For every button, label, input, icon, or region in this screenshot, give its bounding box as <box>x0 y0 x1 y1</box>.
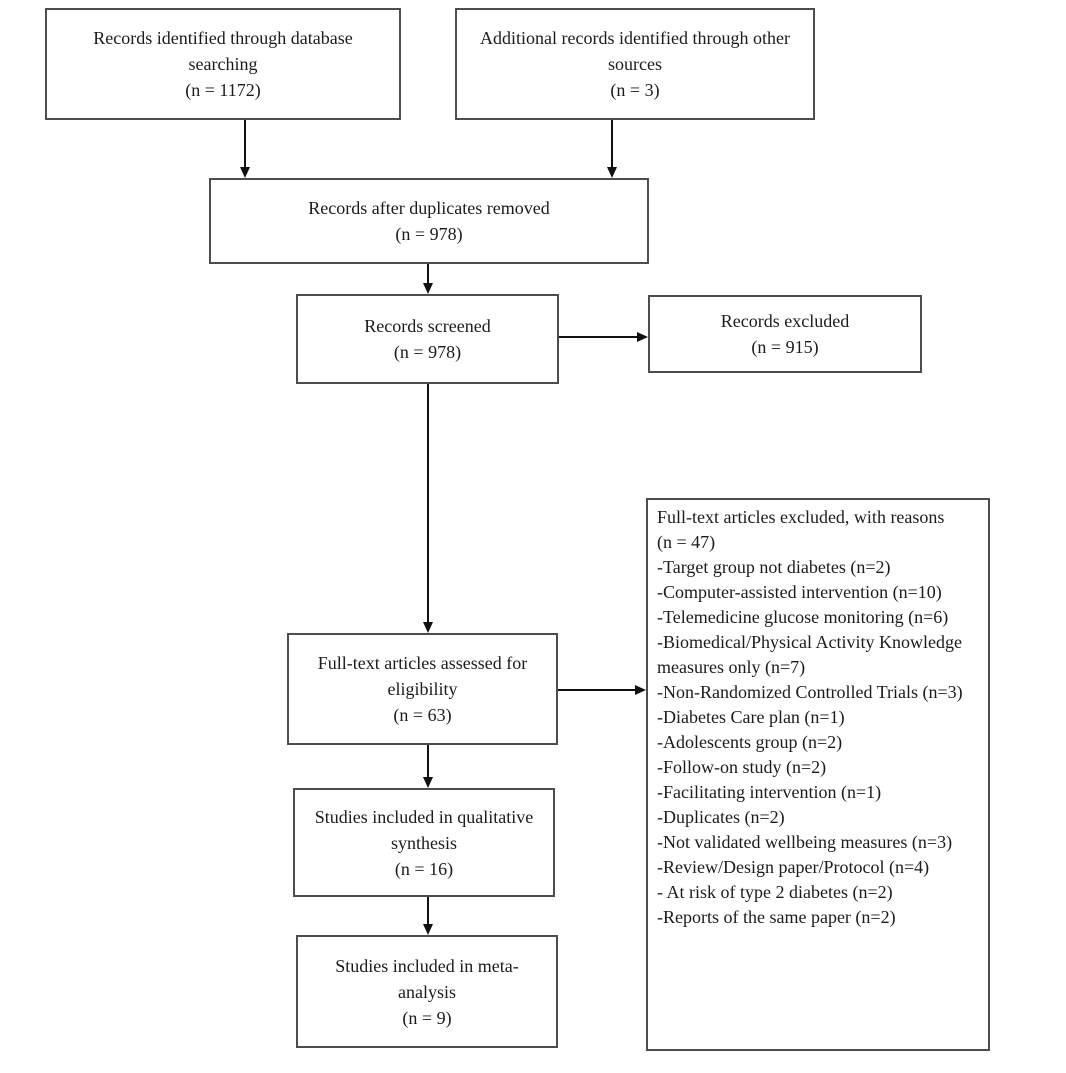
box-fulltext-assessed: Full-text articles assessed for eligibil… <box>287 633 558 745</box>
box-qualitative-synthesis-count: (n = 16) <box>394 858 454 879</box>
box-records-screened: Records screened (n = 978) <box>296 294 559 384</box>
exclusion-reason-item: -Follow-on study (n=2) <box>657 757 827 777</box>
exclusion-reason-item: -Duplicates (n=2) <box>657 807 785 827</box>
exclusion-reasons-count: (n = 47) <box>657 532 716 552</box>
box-qualitative-synthesis: Studies included in qualitative synthesi… <box>293 788 555 897</box>
exclusion-reason-item: -Non-Randomized Controlled Trials (n=3) <box>657 682 963 702</box>
arrow-additional-to-dedup <box>611 120 613 167</box>
exclusion-reasons-title: Full-text articles excluded, with reason… <box>657 507 945 527</box>
box-fulltext-assessed-label: Full-text articles assessed for eligibil… <box>317 653 528 699</box>
exclusion-reason-item: -Telemedicine glucose monitoring (n=6) <box>657 607 949 627</box>
arrow-fulltext-to-reasons <box>558 689 635 691</box>
exclusion-reason-item: - At risk of type 2 diabetes (n=2) <box>657 882 893 902</box>
box-records-identified-label: Records identified through database sear… <box>93 28 353 74</box>
exclusion-reason-item: -Target group not diabetes (n=2) <box>657 557 891 577</box>
box-duplicates-removed-count: (n = 978) <box>395 224 463 244</box>
box-records-excluded-label: Records excluded <box>720 311 850 331</box>
box-fulltext-excluded-reasons: Full-text articles excluded, with reason… <box>646 498 990 1051</box>
arrow-fulltext-to-qualitative <box>427 745 429 777</box>
exclusion-reason-item: -Review/Design paper/Protocol (n=4) <box>657 857 930 877</box>
exclusion-reason-item: -Not validated wellbeing measures (n=3) <box>657 832 953 852</box>
exclusion-reason-item: -Adolescents group (n=2) <box>657 732 843 752</box>
box-additional-records-count: (n = 3) <box>610 80 660 100</box>
arrow-screened-to-excluded <box>559 336 637 338</box>
box-additional-records-label: Additional records identified through ot… <box>480 28 790 74</box>
box-records-excluded: Records excluded (n = 915) <box>648 295 922 373</box>
box-records-screened-label: Records screened <box>364 316 491 336</box>
exclusion-reason-item: -Biomedical/Physical Activity Knowledge … <box>657 632 962 677</box>
exclusion-reason-item: -Reports of the same paper (n=2) <box>657 907 896 927</box>
box-fulltext-assessed-count: (n = 63) <box>393 705 452 725</box>
box-meta-analysis-count: (n = 9) <box>402 1007 452 1028</box>
box-duplicates-removed-label: Records after duplicates removed <box>308 198 550 218</box>
arrow-identified-to-dedup <box>244 120 246 167</box>
box-records-screened-count: (n = 978) <box>393 342 462 362</box>
box-qualitative-synthesis-label: Studies included in qualitative synthesi… <box>314 806 534 853</box>
exclusion-reason-item: -Diabetes Care plan (n=1) <box>657 707 845 727</box>
exclusion-reason-item: -Computer-assisted intervention (n=10) <box>657 582 942 602</box>
box-records-identified-count: (n = 1172) <box>185 80 261 100</box>
box-records-excluded-count: (n = 915) <box>751 337 819 357</box>
arrow-qualitative-to-meta <box>427 897 429 924</box>
box-meta-analysis-label: Studies included in meta-analysis <box>335 955 519 1002</box>
box-additional-records: Additional records identified through ot… <box>455 8 815 120</box>
box-duplicates-removed: Records after duplicates removed (n = 97… <box>209 178 649 264</box>
box-records-identified: Records identified through database sear… <box>45 8 401 120</box>
exclusion-reason-item: -Facilitating intervention (n=1) <box>657 782 882 802</box>
arrow-screened-to-fulltext <box>427 384 429 622</box>
box-meta-analysis: Studies included in meta-analysis (n = 9… <box>296 935 558 1048</box>
arrow-dedup-to-screened <box>427 264 429 283</box>
